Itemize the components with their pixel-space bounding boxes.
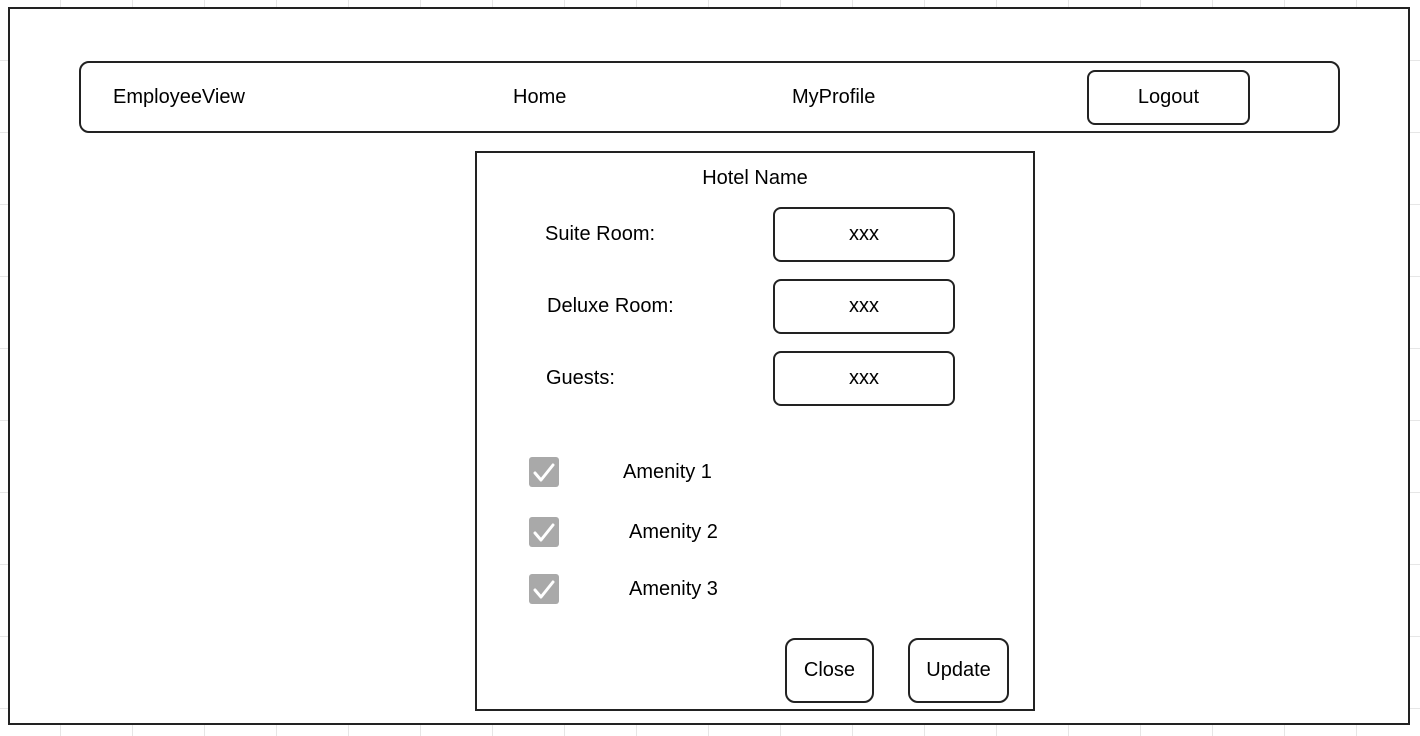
checkmark-icon [533, 580, 555, 599]
amenity-3-checkbox[interactable] [529, 574, 559, 604]
navbar: EmployeeView Home MyProfile Logout [79, 61, 1340, 133]
update-button[interactable]: Update [908, 638, 1009, 703]
brand-title: EmployeeView [113, 86, 245, 108]
amenity-3-label: Amenity 3 [629, 578, 718, 600]
nav-link-myprofile[interactable]: MyProfile [792, 86, 876, 108]
guests-input[interactable] [773, 351, 955, 406]
amenity-1-checkbox[interactable] [529, 457, 559, 487]
amenity-2-label: Amenity 2 [629, 521, 718, 543]
close-button[interactable]: Close [785, 638, 874, 703]
suite-room-label: Suite Room: [545, 223, 656, 245]
logout-button[interactable]: Logout [1087, 70, 1250, 125]
amenity-1-label: Amenity 1 [623, 461, 712, 483]
nav-link-home[interactable]: Home [513, 86, 567, 108]
suite-room-input[interactable] [773, 207, 955, 262]
hotel-name-title: Hotel Name [702, 167, 808, 189]
deluxe-room-input[interactable] [773, 279, 955, 334]
checkmark-icon [533, 523, 555, 542]
amenity-2-checkbox[interactable] [529, 517, 559, 547]
deluxe-room-label: Deluxe Room: [547, 295, 674, 317]
guests-label: Guests: [546, 367, 615, 389]
hotel-edit-dialog: Hotel Name Suite Room: Deluxe Room: Gues… [475, 151, 1035, 711]
checkmark-icon [533, 463, 555, 482]
